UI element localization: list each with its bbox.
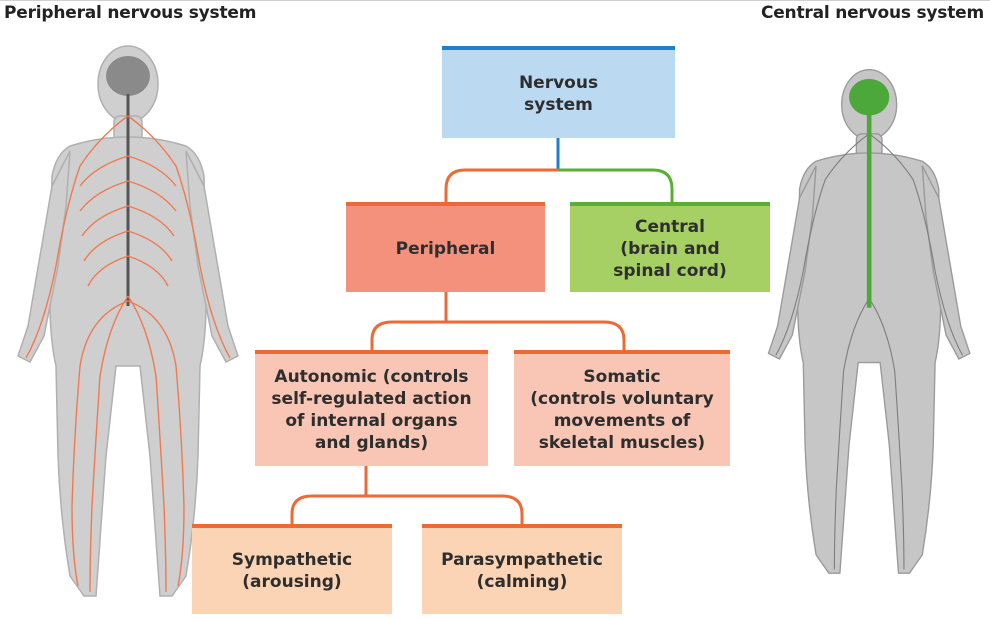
central-title: Central nervous system xyxy=(760,3,984,23)
human-body-central-icon xyxy=(767,69,971,574)
brain-icon xyxy=(106,56,150,96)
peripheral-split xyxy=(370,292,626,350)
parasympathetic-label: Parasympathetic (calming) xyxy=(441,549,603,592)
top-rule xyxy=(0,0,990,1)
peripheral-branch xyxy=(444,168,558,202)
brain-icon xyxy=(849,78,890,116)
autonomic-split xyxy=(290,466,524,524)
grey-nerves xyxy=(775,133,964,570)
central-branch xyxy=(558,168,674,202)
nervous-system-box: Nervous system xyxy=(442,46,675,138)
nervous-system-label: Nervous system xyxy=(518,72,599,115)
human-body-peripheral-icon xyxy=(17,45,239,597)
peripheral-box: Peripheral xyxy=(346,202,545,292)
peripheral-nerves xyxy=(25,115,231,593)
somatic-label: Somatic (controls voluntary movements of… xyxy=(530,366,714,454)
body-silhouette xyxy=(17,45,239,597)
sympathetic-box: Sympathetic (arousing) xyxy=(192,524,392,614)
peripheral-title: Peripheral nervous system xyxy=(4,3,257,23)
parasympathetic-box: Parasympathetic (calming) xyxy=(422,524,622,614)
autonomic-label: Autonomic (controls self-regulated actio… xyxy=(271,366,472,454)
sympathetic-label: Sympathetic (arousing) xyxy=(231,549,353,592)
central-box: Central (brain and spinal cord) xyxy=(570,202,770,292)
somatic-box: Somatic (controls voluntary movements of… xyxy=(514,350,730,466)
central-label: Central (brain and spinal cord) xyxy=(613,216,727,282)
peripheral-label: Peripheral xyxy=(395,238,496,259)
autonomic-box: Autonomic (controls self-regulated actio… xyxy=(255,350,488,466)
